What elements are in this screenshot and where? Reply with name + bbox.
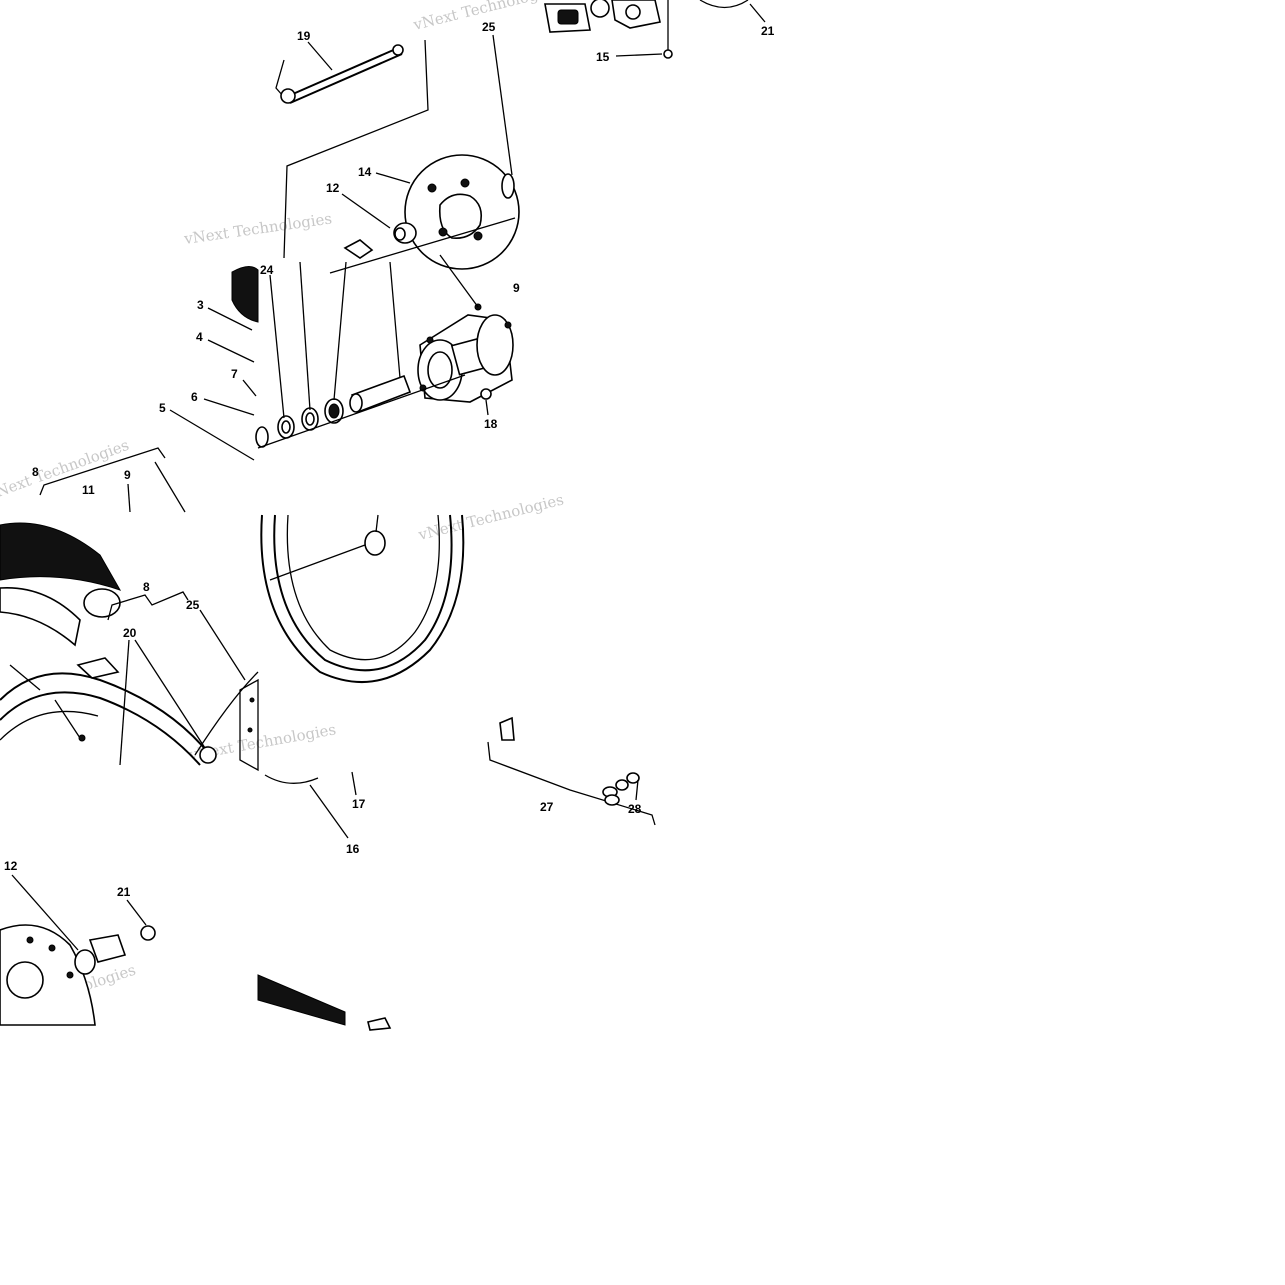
watermark-text: vNext Technologies [0,436,131,504]
watermark-text: vNext Technologies [182,209,333,248]
rear-wheel-rim-part [0,657,211,766]
axle-centerline [329,217,516,274]
spacer-tube-part [349,374,412,414]
callout-21: 21 [761,24,775,38]
axle-part [275,44,404,104]
bearings-seals-part [255,239,374,448]
callout-14: 14 [358,165,372,179]
callout-25: 25 [482,20,496,34]
callout-3: 3 [197,298,204,312]
callout-numbers: 19 25 15 21 14 12 24 9 3 4 7 6 5 18 8 11… [4,20,775,899]
callout-7: 7 [231,367,238,381]
chain-adjuster-part [544,0,766,59]
assembly-bracket [283,39,429,259]
callout-20: 20 [123,626,137,640]
callout-21: 21 [117,885,131,899]
front-wheel-rim-part [260,514,465,683]
callout-6: 6 [191,390,198,404]
callout-28: 28 [628,802,642,816]
drive-sprocket-part [0,874,156,1026]
drive-chain-part [257,974,392,1031]
wheel-hub-part [417,303,514,403]
callout-5: 5 [159,401,166,415]
watermarks: vNext Technologies vNext Technologies vN… [0,0,566,1024]
tire-part [0,266,259,647]
callout-18: 18 [484,417,498,431]
callout-16: 16 [346,842,360,856]
callout-12: 12 [4,859,18,873]
hub-bracket [257,374,466,449]
leader-lines [39,34,663,839]
callout-19: 19 [297,29,311,43]
hardware-kit-part [487,716,656,826]
callout-11: 11 [82,483,95,497]
callout-9: 9 [124,468,131,482]
callout-8: 8 [143,580,150,594]
hub-nut-part [480,388,492,400]
brake-disc-part [404,154,520,270]
callout-24: 24 [260,263,274,277]
callout-8: 8 [32,465,39,479]
callout-25: 25 [186,598,200,612]
callout-17: 17 [352,797,366,811]
spacer-part [393,222,417,244]
callout-15: 15 [596,50,610,64]
callout-27: 27 [540,800,554,814]
callout-12: 12 [326,181,340,195]
callout-9: 9 [513,281,520,295]
callout-4: 4 [196,330,203,344]
